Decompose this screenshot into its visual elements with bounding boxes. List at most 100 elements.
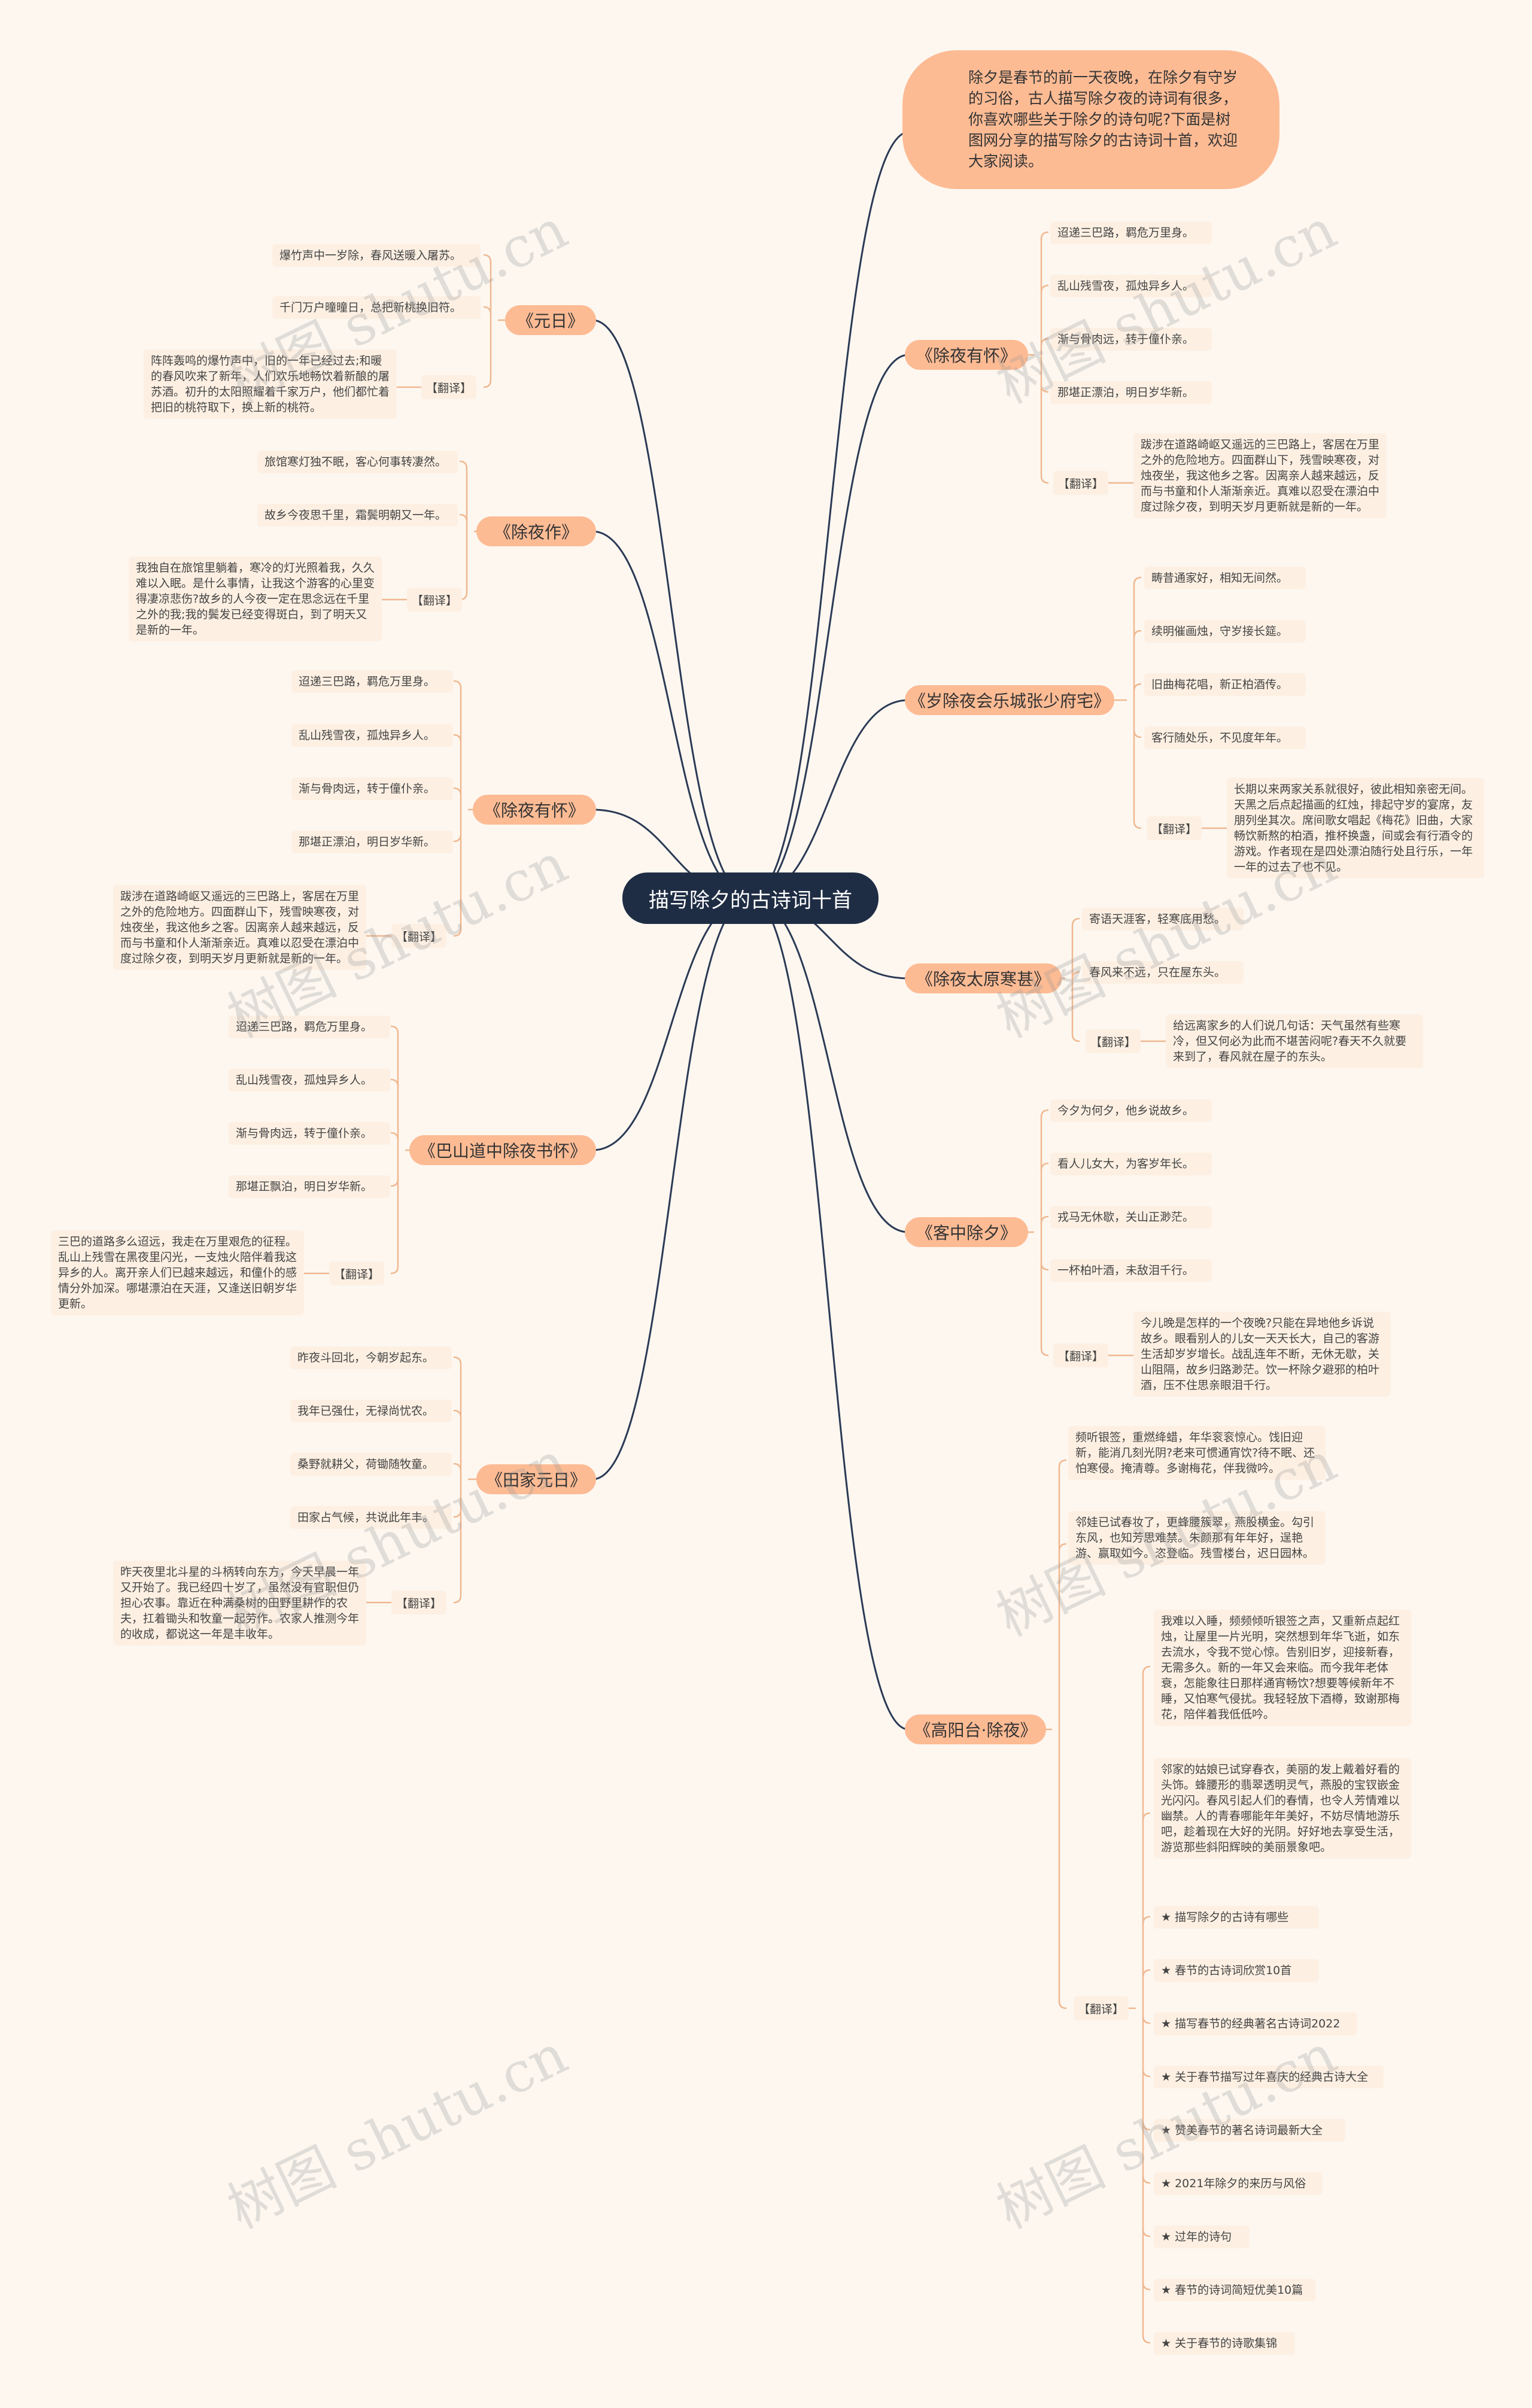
connector <box>592 319 751 899</box>
verse-line: 春风来不远，只在屋东头。 <box>1082 961 1244 984</box>
verse-line: 戎马无休歇，关山正渺茫。 <box>1050 1206 1212 1229</box>
connector <box>750 699 909 899</box>
verse-line: 看人儿女大，为客岁年长。 <box>1050 1153 1212 1175</box>
translation-text: 昨天夜里北斗星的斗柄转向东方，今天早晨一年又开始了。我已经四十岁了，虽然没有官职… <box>113 1561 366 1646</box>
verse-line: 今夕为何夕，他乡说故乡。 <box>1050 1099 1212 1122</box>
verse-line: 迢递三巴路，羁危万里身。 <box>291 670 453 693</box>
branch-yuanri[interactable]: 《元日》 <box>505 305 596 335</box>
connector <box>1133 820 1142 829</box>
connector <box>453 1409 462 1418</box>
connector <box>1142 2282 1151 2291</box>
connector <box>1142 1665 1151 1674</box>
connector <box>1058 1459 1067 1468</box>
related-link[interactable]: ★ 描写春节的经典著名古诗词2022 <box>1154 2012 1357 2035</box>
translation-text: 三巴的道路多么迢远，我走在万里艰危的征程。乱山上残雪在黑夜里闪光，一支烛火陪伴着… <box>51 1230 304 1315</box>
related-link[interactable]: ★ 2021年除夕的来历与风俗 <box>1154 2172 1323 2195</box>
branch-taiyuan[interactable]: 《除夜太原寒甚》 <box>905 963 1062 993</box>
connector <box>1142 2122 1151 2131</box>
verse-line: 邻娃已试春妆了，更蜂腰簇翠，燕股横金。勾引东风，也知芳思难禁。朱颜那有年年好，逞… <box>1068 1511 1326 1565</box>
connector <box>1142 1916 1151 1924</box>
related-link[interactable]: ★ 关于春节描写过年喜庆的经典古诗大全 <box>1154 2066 1384 2088</box>
connector <box>1133 630 1142 639</box>
translation-tag: 【翻译】 <box>407 588 462 612</box>
related-link[interactable]: ★ 过年的诗句 <box>1154 2225 1250 2248</box>
connector <box>453 680 462 689</box>
verse-line: 旧曲梅花唱，新正柏酒传。 <box>1144 673 1306 696</box>
verse-line: 那堪正漂泊，明日岁华新。 <box>1050 381 1212 404</box>
branch-chuyeyouhuai[interactable]: 《除夜有怀》 <box>473 795 596 825</box>
translation-tag: 【翻译】 <box>1147 816 1202 840</box>
connector <box>1040 284 1049 293</box>
related-link[interactable]: ★ 春节的诗词简短优美10篇 <box>1154 2279 1315 2301</box>
translation-tag: 【翻译】 <box>1086 1029 1141 1053</box>
branch-tianjia[interactable]: 《田家元日》 <box>476 1464 596 1494</box>
verse-line: 客行随处乐，不见度年年。 <box>1144 726 1306 749</box>
related-link[interactable]: ★ 关于春节的诗歌集锦 <box>1154 2332 1295 2355</box>
verse-line: 我年已强仕，无禄尚忧农。 <box>290 1400 452 1422</box>
connector <box>390 1132 399 1141</box>
connector <box>592 530 751 899</box>
verse-line: 千门万户曈曈日，总把新桃换旧符。 <box>272 296 481 319</box>
translation-text: 长期以来两家关系就很好，彼此相知亲密无间。天黑之后点起描画的红烛，排起守岁的宴席… <box>1227 778 1484 878</box>
verse-line: 旅馆寒灯独不眠，客心何事转凄然。 <box>257 451 458 473</box>
translation-tag: 【翻译】 <box>391 924 446 948</box>
branch-kezhong[interactable]: 《客中除夕》 <box>905 1217 1028 1247</box>
connector <box>1142 1812 1151 1821</box>
verse-line: 渐与骨肉远，转于僮仆亲。 <box>229 1122 390 1145</box>
branch-suichuye[interactable]: 《岁除夜会乐城张少府宅》 <box>905 685 1114 715</box>
connector <box>453 1595 462 1604</box>
connector <box>1040 338 1049 346</box>
connector <box>750 896 909 1731</box>
intro-bubble[interactable]: 除夕是春节的前一天夜晚，在除夕有守岁的习俗，古人描写除夕夜的诗词有很多，你喜欢哪… <box>902 50 1279 189</box>
verse-line: 桑野就耕父，荷锄随牧童。 <box>290 1453 452 1476</box>
verse-line: 乱山残雪夜，孤烛异乡人。 <box>1050 275 1212 297</box>
connector <box>1133 683 1142 692</box>
connector <box>1142 2335 1151 2344</box>
verse-line: 爆竹声中一岁除，春风送暖入屠苏。 <box>272 244 481 267</box>
translation-text: 今儿晚是怎样的一个夜晚?只能在异地他乡诉说故乡。眼看别人的儿女一天天长大，自己的… <box>1133 1312 1391 1397</box>
connector <box>483 254 492 263</box>
connector <box>1142 2069 1151 2078</box>
root-topic[interactable]: 描写除夕的古诗词十首 <box>622 872 879 924</box>
connector <box>453 734 462 743</box>
connector <box>1071 1033 1080 1042</box>
connector <box>1040 475 1049 484</box>
connector <box>453 1509 462 1518</box>
connector <box>459 513 468 522</box>
related-link[interactable]: ★ 春节的古诗词欣赏10首 <box>1154 1959 1319 1982</box>
branch-chuyeyouhuai-2[interactable]: 《除夜有怀》 <box>905 340 1028 370</box>
connector <box>1040 1348 1049 1357</box>
verse-line: 寄语天涯客，轻寒底用愁。 <box>1082 908 1244 931</box>
connector <box>750 896 909 1233</box>
connector <box>1142 2015 1151 2024</box>
connector <box>1040 1262 1049 1271</box>
translation-text: 邻家的姑娘已试穿春衣，美丽的发上戴着好看的头饰。蜂腰形的翡翠透明灵气，燕股的宝钗… <box>1154 1758 1411 1859</box>
connector <box>1071 971 1080 980</box>
verse-line: 一杯柏叶酒，未敌泪千行。 <box>1050 1259 1212 1282</box>
connector <box>390 1025 399 1034</box>
branch-bashan[interactable]: 《巴山道中除夜书怀》 <box>409 1135 596 1165</box>
branch-gaoyangtai[interactable]: 《高阳台·除夜》 <box>905 1714 1046 1744</box>
verse-line: 畴昔通家好，相知无间然。 <box>1144 567 1306 589</box>
connector <box>453 928 462 937</box>
connector <box>453 1356 462 1365</box>
connector <box>390 1266 399 1275</box>
verse-line: 渐与骨肉远，转于僮仆亲。 <box>291 777 453 800</box>
branch-chuyezuo[interactable]: 《除夜作》 <box>476 516 596 546</box>
translation-tag: 【翻译】 <box>1053 471 1108 495</box>
translation-tag: 【翻译】 <box>1053 1343 1108 1367</box>
connector <box>1058 1543 1067 1552</box>
connector <box>459 460 468 469</box>
verse-line: 那堪正漂泊，明日岁华新。 <box>291 831 453 853</box>
translation-text: 跋涉在道路崎岖又遥远的三巴路上，客居在万里之外的危险地方。四面群山下，残雪映寒夜… <box>113 885 366 970</box>
connector <box>483 379 492 388</box>
verse-line: 迢递三巴路，羁危万里身。 <box>1050 221 1212 244</box>
connector <box>1071 917 1080 926</box>
connector <box>750 354 909 899</box>
connector <box>750 130 910 899</box>
related-link[interactable]: ★ 描写除夕的古诗有哪些 <box>1154 1906 1319 1929</box>
related-link[interactable]: ★ 赞美春节的著名诗词最新大全 <box>1154 2119 1345 2142</box>
translation-tag: 【翻译】 <box>391 1591 446 1615</box>
connector <box>1040 384 1049 393</box>
verse-line: 故乡今夜思千里，霜鬓明朝又一年。 <box>257 504 458 527</box>
